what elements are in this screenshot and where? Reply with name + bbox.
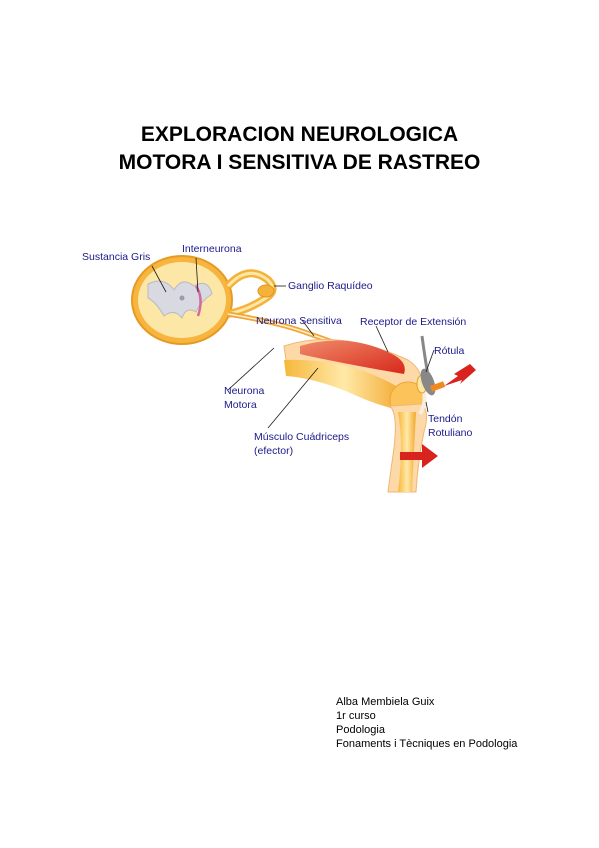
reflex-arc-illustration: Sustancia Gris Interneurona Ganglio Raqu… bbox=[78, 236, 498, 496]
author-name: Alba Membiela Guix bbox=[336, 696, 435, 708]
author-course: 1r curso bbox=[336, 710, 376, 722]
reflex-arc-svg: Sustancia Gris Interneurona Ganglio Raqu… bbox=[82, 243, 476, 493]
title-line-1: EXPLORACION NEUROLOGICA bbox=[140, 123, 459, 146]
author-program: Podologia bbox=[336, 724, 385, 736]
spinal-ganglion bbox=[257, 284, 275, 298]
label-motor-neuron-2: Motora bbox=[224, 399, 257, 411]
kick-arrow-icon bbox=[400, 444, 438, 468]
leader-lines bbox=[151, 257, 435, 429]
page-title: EXPLORACION NEUROLOGICA MOTORA I SENSITI… bbox=[0, 121, 599, 177]
author-subject: Fonaments i Tècniques en Podologia bbox=[336, 738, 518, 750]
label-interneuron: Interneurona bbox=[182, 243, 242, 255]
quadriceps-muscle bbox=[300, 340, 405, 374]
title-line-2: MOTORA I SENSITIVA DE RASTREO bbox=[118, 151, 481, 174]
label-sensory-neuron: Neurona Sensitiva bbox=[256, 315, 342, 327]
label-quadriceps-2: (efector) bbox=[254, 445, 293, 457]
label-patellar-tendon-2: Rotuliano bbox=[428, 427, 473, 439]
tap-arrow-icon bbox=[444, 364, 476, 386]
label-gray-matter: Sustancia Gris bbox=[82, 251, 150, 263]
author-block: Alba Membiela Guix 1r curso Podologia Fo… bbox=[336, 695, 517, 751]
label-motor-neuron-1: Neurona bbox=[224, 385, 264, 397]
label-stretch-receptor: Receptor de Extensión bbox=[360, 316, 466, 328]
label-patella: Rótula bbox=[434, 345, 465, 357]
reflex-hammer-icon bbox=[420, 335, 446, 396]
label-quadriceps-1: Músculo Cuádriceps bbox=[254, 431, 349, 443]
label-patellar-tendon-1: Tendón bbox=[428, 413, 463, 425]
label-ganglion: Ganglio Raquídeo bbox=[288, 280, 373, 292]
